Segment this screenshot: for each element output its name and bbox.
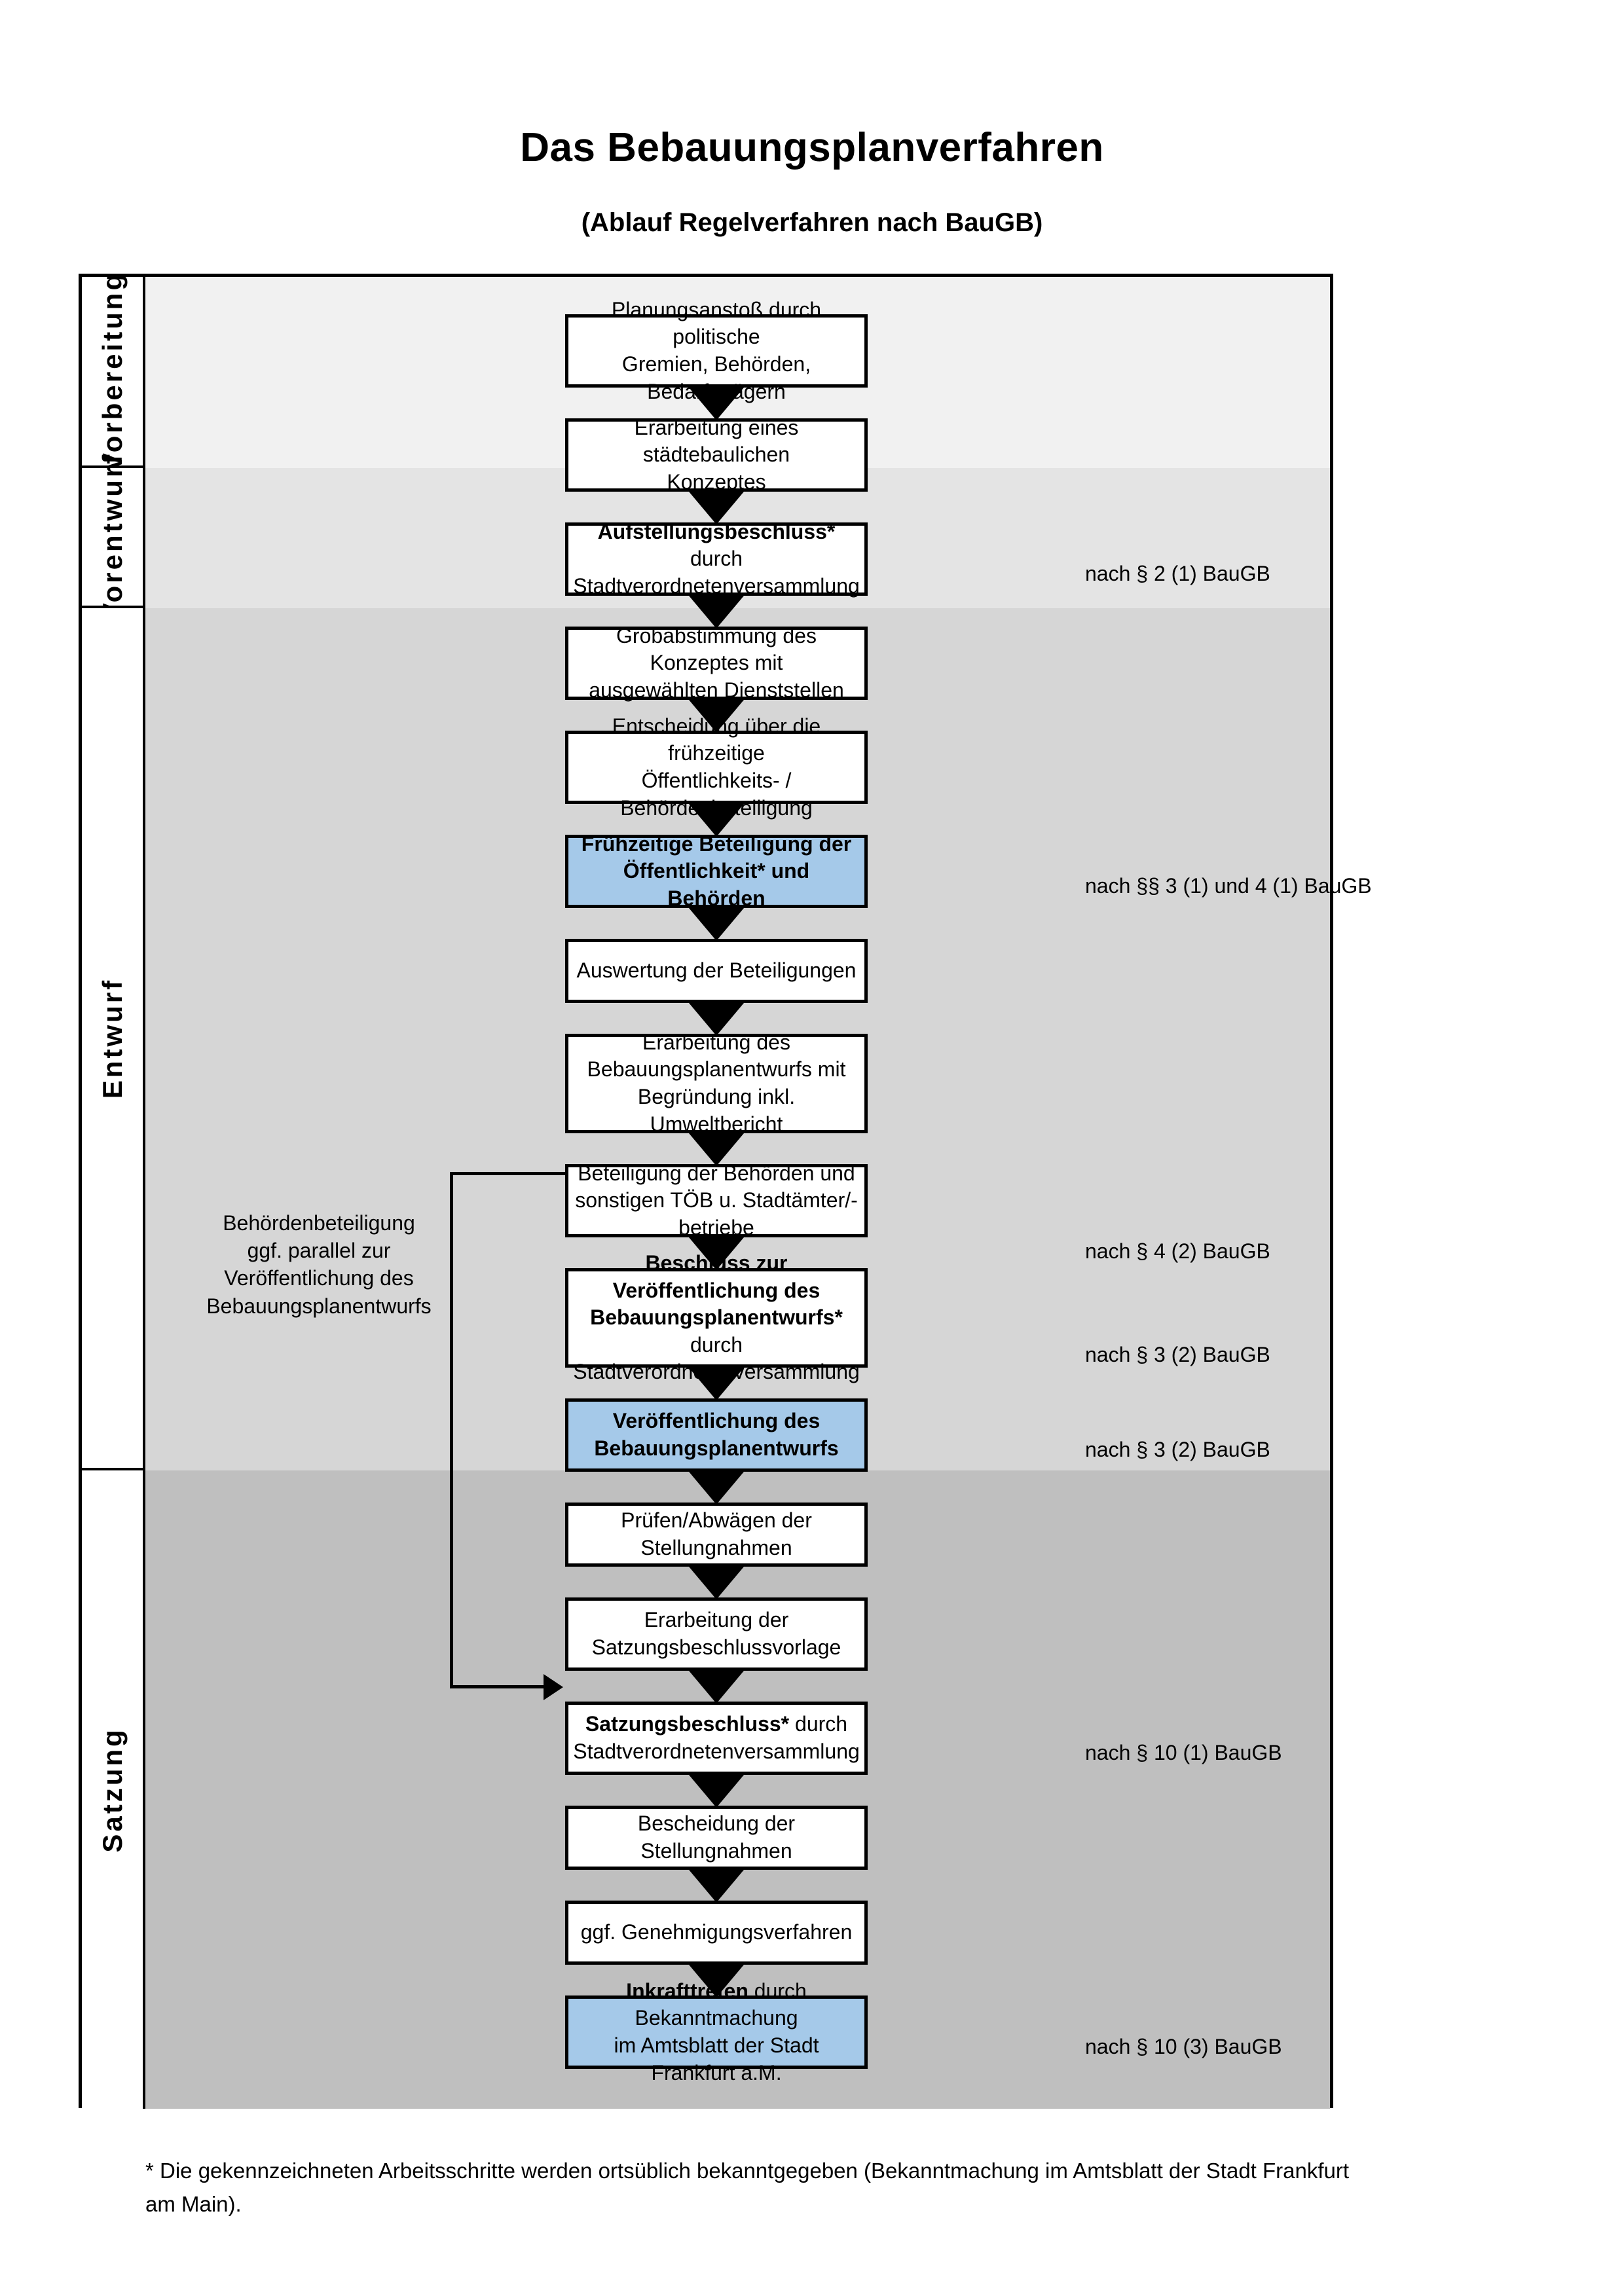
- step-line-strong: Öffentlichkeit* und Behörden: [623, 859, 810, 910]
- step-line: Entscheidung über die frühzeitige: [612, 714, 821, 765]
- step-line: Erarbeitung des: [642, 1030, 790, 1054]
- flow-arrow-down-icon: [689, 1133, 744, 1166]
- phase-column-vorbereitung: Vorbereitung: [82, 271, 145, 471]
- side-note-line: Veröffentlichung des: [224, 1266, 414, 1290]
- step-line: Stadtverordnetenversammlung: [573, 574, 860, 598]
- step-line: Satzungsbeschlussvorlage: [591, 1635, 841, 1659]
- legal-note-par3-2-a: nach § 3 (2) BauGB: [1085, 1343, 1270, 1366]
- step-box-satzungsbeschluss[interactable]: Satzungsbeschluss* durch Stadtverordnete…: [565, 1702, 868, 1775]
- step-line-strong: Veröffentlichung des: [612, 1409, 821, 1433]
- step-line-suffix: durch: [690, 547, 743, 571]
- side-note-behoerdenbeteiligung: Behördenbeteiligung ggf. parallel zur Ve…: [181, 1209, 456, 1320]
- flow-arrow-down-icon: [689, 804, 744, 837]
- step-box-entscheidung-fruehzeitige-beteiligung[interactable]: Entscheidung über die frühzeitige Öffent…: [565, 714, 868, 820]
- step-line: ausgewählten Dienststellen: [589, 678, 844, 702]
- flow-arrow-down-icon: [689, 1368, 744, 1400]
- step-box-inkrafttreten[interactable]: Inkrafttreten durch Bekanntmachung im Am…: [565, 1979, 868, 2085]
- step-line: Beteiligung der Behörden und: [578, 1161, 855, 1185]
- step-line: ggf. Genehmigungsverfahren: [580, 1920, 853, 1944]
- step-line: Erarbeitung der: [644, 1608, 789, 1632]
- step-line-strong: Frühzeitige Beteiligung der: [581, 831, 852, 856]
- step-line-suffix: durch: [789, 1712, 848, 1736]
- phase-column-entwurf: Entwurf: [82, 608, 145, 1470]
- flow-arrow-down-icon: [689, 1671, 744, 1704]
- step-line-suffix: durch Bekanntmachung: [635, 1978, 807, 2030]
- step-line-strong: Bebauungsplanentwurfs*: [590, 1305, 843, 1330]
- step-box-erarbeitung-bplan-entwurf[interactable]: Erarbeitung des Bebauungsplanentwurfs mi…: [565, 1030, 868, 1136]
- step-box-planungsanstoss[interactable]: Planungsanstoß durch politische Gremien,…: [565, 298, 868, 403]
- page-title: Das Bebauungsplanverfahren: [520, 125, 1104, 170]
- step-box-veroeffentlichung-bplan-entwurf[interactable]: Veröffentlichung des Bebauungsplanentwur…: [565, 1398, 868, 1472]
- phase-label-satzung: Satzung: [96, 1726, 128, 1853]
- step-line: Bescheidung der Stellungnahmen: [637, 1812, 796, 1863]
- step-box-staedtebauliches-konzept[interactable]: Erarbeitung eines städtebaulichen Konzep…: [565, 415, 868, 494]
- step-line: sonstigen TÖB u. Stadtämter/-betriebe: [575, 1188, 858, 1239]
- step-line: Konzeptes: [667, 469, 766, 494]
- footnote-text: * Die gekennzeichneten Arbeitsschritte w…: [145, 2159, 1350, 2217]
- flow-arrow-down-icon: [689, 1237, 744, 1270]
- step-line-strong: Inkrafttreten: [626, 1978, 748, 2003]
- flow-arrow-down-icon: [689, 596, 744, 629]
- legal-note-par2-1: nach § 2 (1) BauGB: [1085, 562, 1270, 585]
- flowchart-frame: Vorbereitung Vorentwurf Entwurf Satzung …: [79, 271, 1372, 2109]
- side-note-line: ggf. parallel zur: [247, 1239, 391, 1263]
- step-box-bescheidung-stellungnahmen[interactable]: Bescheidung der Stellungnahmen: [565, 1806, 868, 1870]
- step-line-suffix: durch: [690, 1332, 743, 1357]
- step-line: Prüfen/Abwägen der Stellungnahmen: [621, 1508, 812, 1559]
- bypass-connector-arrowhead: [544, 1674, 563, 1700]
- step-box-beschluss-veroeffentlichung[interactable]: Beschluss zur Veröffentlichung des Bebau…: [565, 1251, 868, 1383]
- step-line: Bebauungsplanentwurfs mit: [587, 1057, 846, 1082]
- step-line: im Amtsblatt der Stadt Frankfurt a.M.: [614, 2033, 819, 2085]
- step-box-auswertung-beteiligungen[interactable]: Auswertung der Beteiligungen: [565, 939, 868, 1003]
- phase-label-vorbereitung: Vorbereitung: [96, 270, 128, 472]
- page-subtitle: (Ablauf Regelverfahren nach BauGB): [581, 208, 1043, 237]
- phase-label-vorentwurf: Vorentwurf: [96, 452, 128, 622]
- flow-arrow-down-icon: [689, 908, 744, 941]
- step-line: Gremien, Behörden, Bedarfsträgern: [621, 352, 811, 403]
- flow-arrow-down-icon: [689, 388, 744, 420]
- legal-note-par10-3: nach § 10 (3) BauGB: [1085, 2035, 1282, 2058]
- step-line-strong: Aufstellungsbeschluss*: [597, 519, 836, 543]
- flow-arrow-down-icon: [689, 1775, 744, 1808]
- side-note-line: Behördenbeteiligung: [223, 1211, 415, 1235]
- flow-arrow-down-icon: [689, 1003, 744, 1036]
- flow-arrow-down-icon: [689, 1567, 744, 1599]
- step-line: Begründung inkl. Umweltbericht: [637, 1085, 796, 1136]
- step-line: Grobabstimmung des Konzeptes mit: [616, 623, 817, 675]
- side-note-line: Bebauungsplanentwurfs: [206, 1294, 432, 1318]
- flow-arrow-down-icon: [689, 1870, 744, 1903]
- step-box-grobabstimmung[interactable]: Grobabstimmung des Konzeptes mit ausgewä…: [565, 623, 868, 702]
- step-line: Erarbeitung eines städtebaulichen: [634, 415, 799, 467]
- step-box-fruehzeitige-beteiligung[interactable]: Frühzeitige Beteiligung der Öffentlichke…: [565, 831, 868, 910]
- phase-column-satzung: Satzung: [82, 1470, 145, 2109]
- step-line: Stadtverordnetenversammlung: [573, 1740, 860, 1763]
- bypass-connector-vertical-segment: [450, 1172, 453, 1688]
- step-line-strong: Satzungsbeschluss*: [585, 1712, 790, 1736]
- step-box-satzungsbeschlussvorlage[interactable]: Erarbeitung der Satzungsbeschlussvorlage: [565, 1597, 868, 1671]
- flow-arrow-down-icon: [689, 1965, 744, 1997]
- step-line: Auswertung der Beteiligungen: [576, 958, 857, 983]
- step-line-strong: Bebauungsplanentwurfs: [594, 1436, 839, 1460]
- phase-column-vorentwurf: Vorentwurf: [82, 452, 145, 621]
- bypass-connector-top-segment: [450, 1172, 568, 1175]
- flow-arrow-down-icon: [689, 700, 744, 733]
- flow-arrow-down-icon: [689, 492, 744, 524]
- step-box-pruefen-abwaegen[interactable]: Prüfen/Abwägen der Stellungnahmen: [565, 1503, 868, 1567]
- legal-note-par10-1: nach § 10 (1) BauGB: [1085, 1741, 1282, 1764]
- step-line: Planungsanstoß durch politische: [611, 297, 822, 349]
- bypass-connector-bottom-segment: [450, 1685, 545, 1688]
- step-line-strong: Beschluss zur Veröffentlichung des: [612, 1251, 821, 1302]
- legal-note-par4-2: nach § 4 (2) BauGB: [1085, 1239, 1270, 1263]
- legal-note-par3-1-4-1: nach §§ 3 (1) und 4 (1) BauGB: [1085, 874, 1372, 898]
- step-box-beteiligung-behoerden-toeb[interactable]: Beteiligung der Behörden und sonstigen T…: [565, 1161, 868, 1239]
- step-box-genehmigungsverfahren[interactable]: ggf. Genehmigungsverfahren: [565, 1901, 868, 1965]
- phase-label-entwurf: Entwurf: [96, 977, 128, 1099]
- step-box-aufstellungsbeschluss[interactable]: Aufstellungsbeschluss* durch Stadtverord…: [565, 519, 868, 598]
- flow-arrow-down-icon: [689, 1472, 744, 1504]
- legal-note-par3-2-b: nach § 3 (2) BauGB: [1085, 1438, 1270, 1461]
